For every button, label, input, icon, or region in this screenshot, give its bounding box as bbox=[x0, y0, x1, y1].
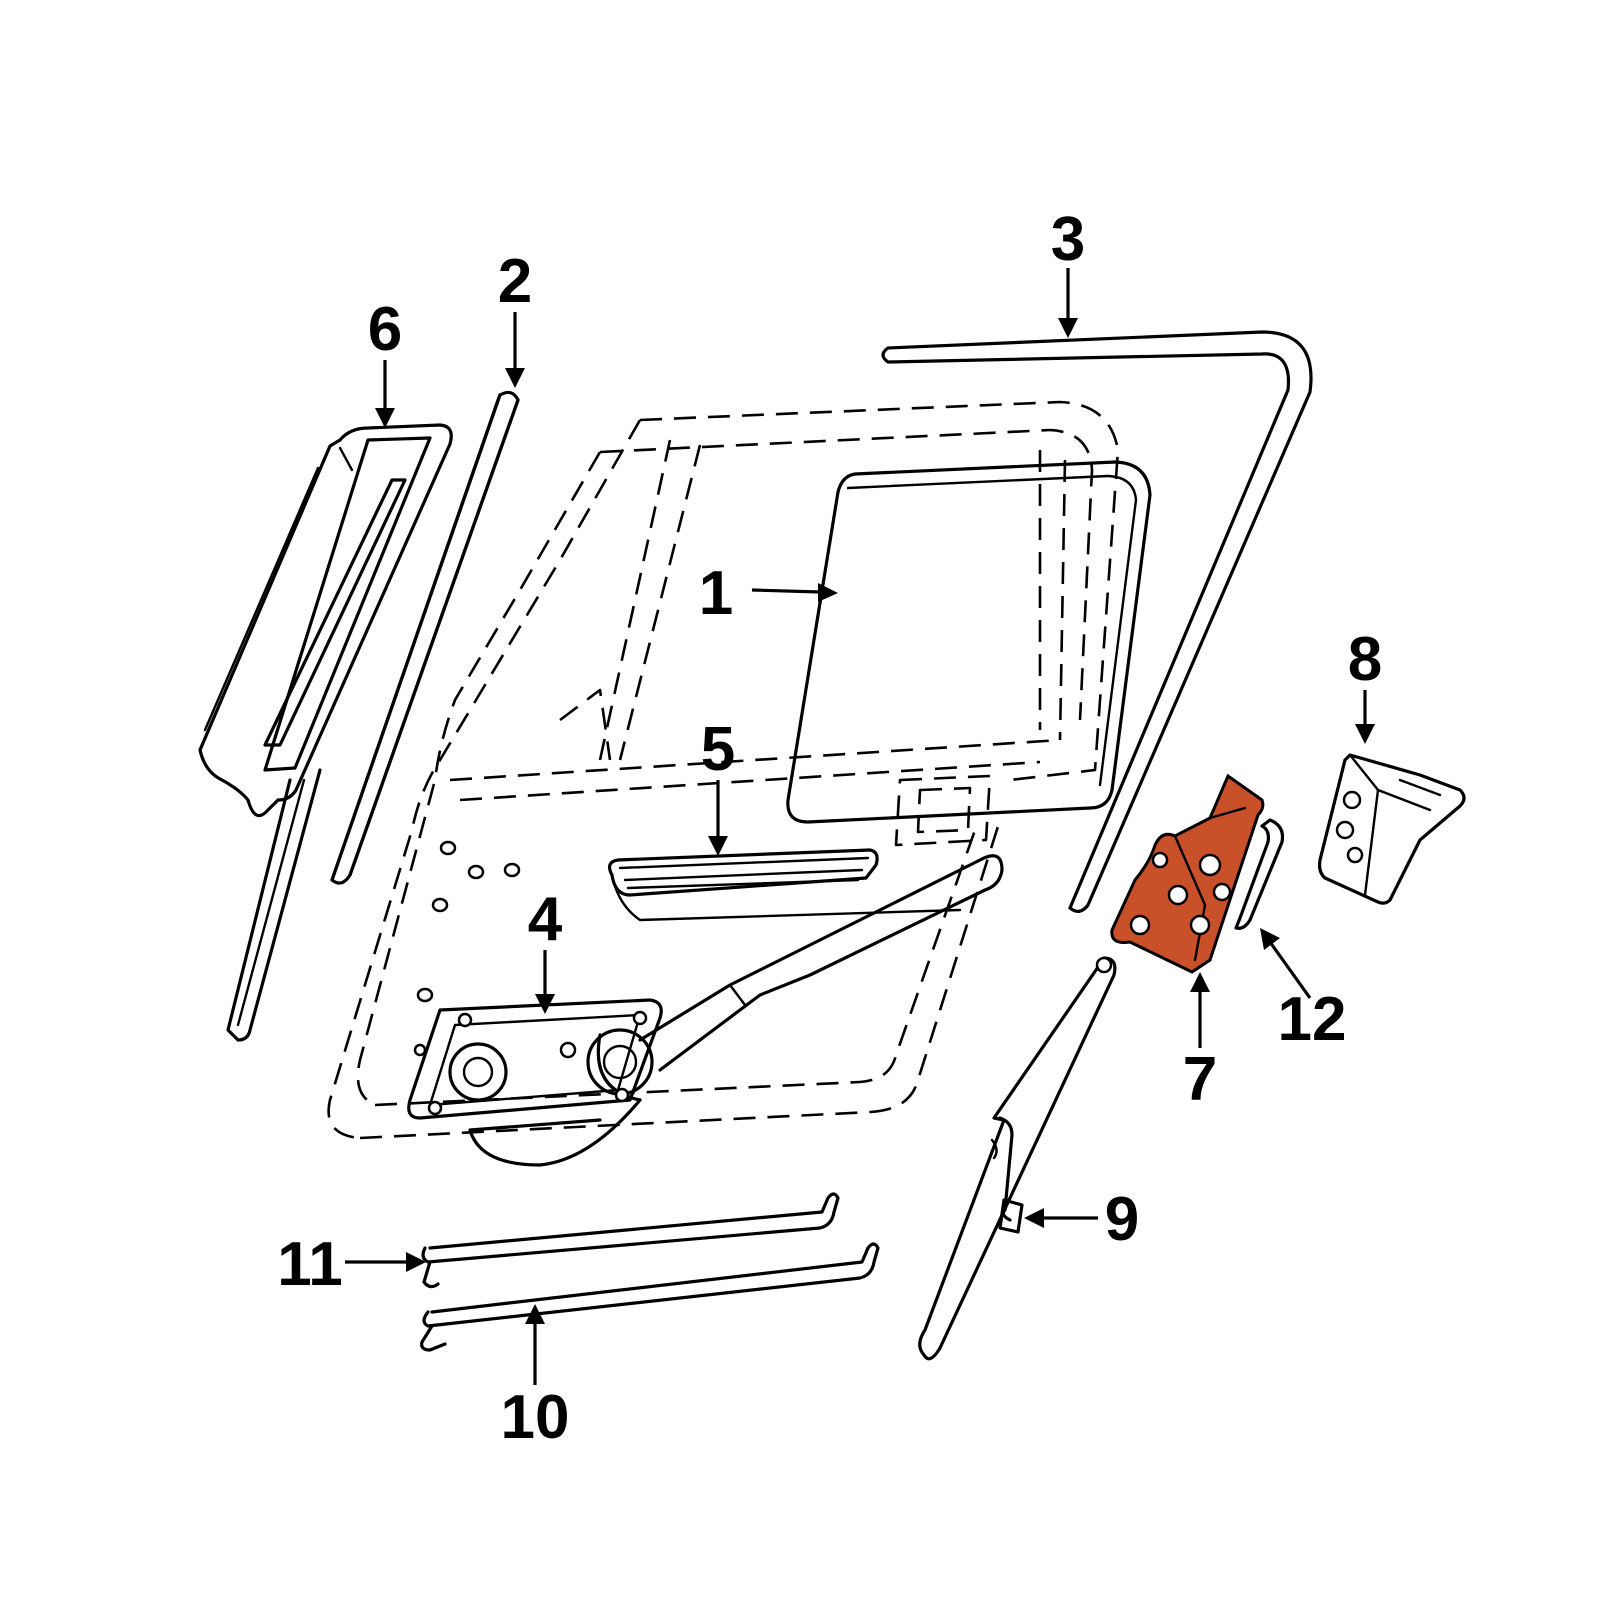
callout-8: 8 bbox=[1348, 625, 1382, 694]
callout-1: 1 bbox=[699, 559, 733, 628]
callout-10: 10 bbox=[501, 1383, 570, 1452]
callout-9: 9 bbox=[1105, 1185, 1139, 1254]
small-link-rod bbox=[1234, 818, 1285, 930]
callout-7: 7 bbox=[1183, 1045, 1217, 1114]
upper-weatherstrip bbox=[881, 330, 1313, 913]
lower-door-rod bbox=[420, 1242, 880, 1352]
callout-12: 12 bbox=[1278, 985, 1347, 1054]
run-channel-strip bbox=[330, 390, 520, 885]
callout-11: 11 bbox=[277, 1230, 343, 1299]
callout-3: 3 bbox=[1051, 205, 1085, 274]
callout-6: 6 bbox=[368, 295, 402, 364]
window-glass bbox=[786, 460, 1152, 824]
door-mounting-holes bbox=[416, 840, 521, 1003]
hinge-bracket bbox=[1317, 753, 1466, 905]
callout-4: 4 bbox=[528, 885, 563, 954]
door-frame-outline bbox=[327, 400, 1120, 1140]
window-regulator bbox=[407, 854, 1004, 1167]
upper-door-rod bbox=[421, 1192, 840, 1289]
belt-weatherstrip bbox=[607, 848, 962, 922]
lock-bracket-highlighted bbox=[1110, 773, 1265, 974]
callout-labels: 1 2 3 4 5 6 7 8 9 10 11 12 bbox=[277, 205, 1382, 1452]
leader-arrows bbox=[345, 268, 1375, 1385]
lock-rod bbox=[918, 956, 1117, 1361]
callout-5: 5 bbox=[701, 715, 735, 784]
vent-channel-frame bbox=[198, 423, 453, 1042]
callout-2: 2 bbox=[498, 247, 532, 316]
